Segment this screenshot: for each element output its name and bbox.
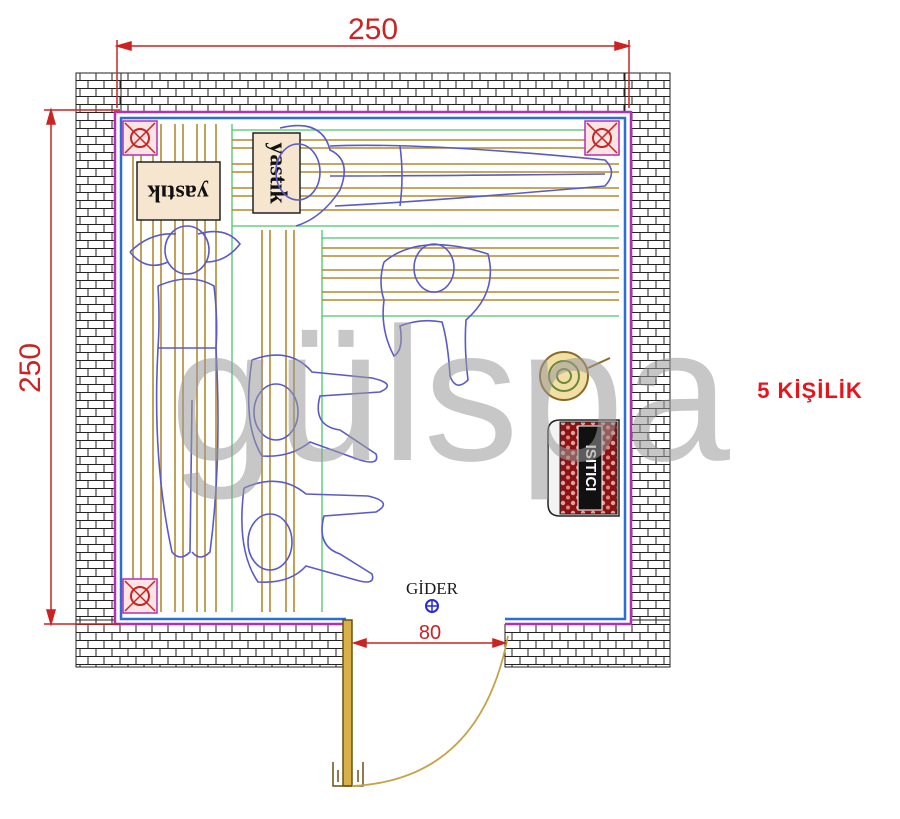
wall-lining xyxy=(113,110,633,626)
pillow-left: yastık xyxy=(136,161,221,221)
pillow-top-label: yastık xyxy=(264,142,290,204)
door-swing-arc xyxy=(351,635,509,787)
corner-lamp-icon xyxy=(122,120,158,156)
watermark-text: gülspa xyxy=(170,289,730,501)
heater-label: ISITICI xyxy=(582,445,599,492)
dimension-width xyxy=(114,40,632,108)
pillow-left-label: yastık xyxy=(147,179,209,205)
person-sitting-right xyxy=(380,243,492,386)
sauna-bucket-icon xyxy=(539,351,611,401)
depth-label: 250 xyxy=(14,343,47,393)
person-sitting-middle xyxy=(247,354,389,463)
dimension-door xyxy=(351,637,508,649)
person-lying-top xyxy=(275,124,613,227)
corner-lamp-icon xyxy=(584,120,620,156)
width-label: 250 xyxy=(348,13,398,46)
person-lying-left xyxy=(129,225,242,558)
heater-stones-icon: ISITICI xyxy=(547,419,620,517)
capacity-label: 5 KİŞİLİK xyxy=(757,378,863,403)
dimension-depth xyxy=(44,107,120,627)
door xyxy=(332,619,364,787)
corner-lamp-icon xyxy=(122,578,158,614)
drain-icon xyxy=(425,599,439,613)
drain-label: GİDER xyxy=(406,579,459,598)
brick-walls xyxy=(75,72,671,668)
door-width-label: 80 xyxy=(419,622,441,644)
person-sitting-bottom xyxy=(241,480,385,583)
